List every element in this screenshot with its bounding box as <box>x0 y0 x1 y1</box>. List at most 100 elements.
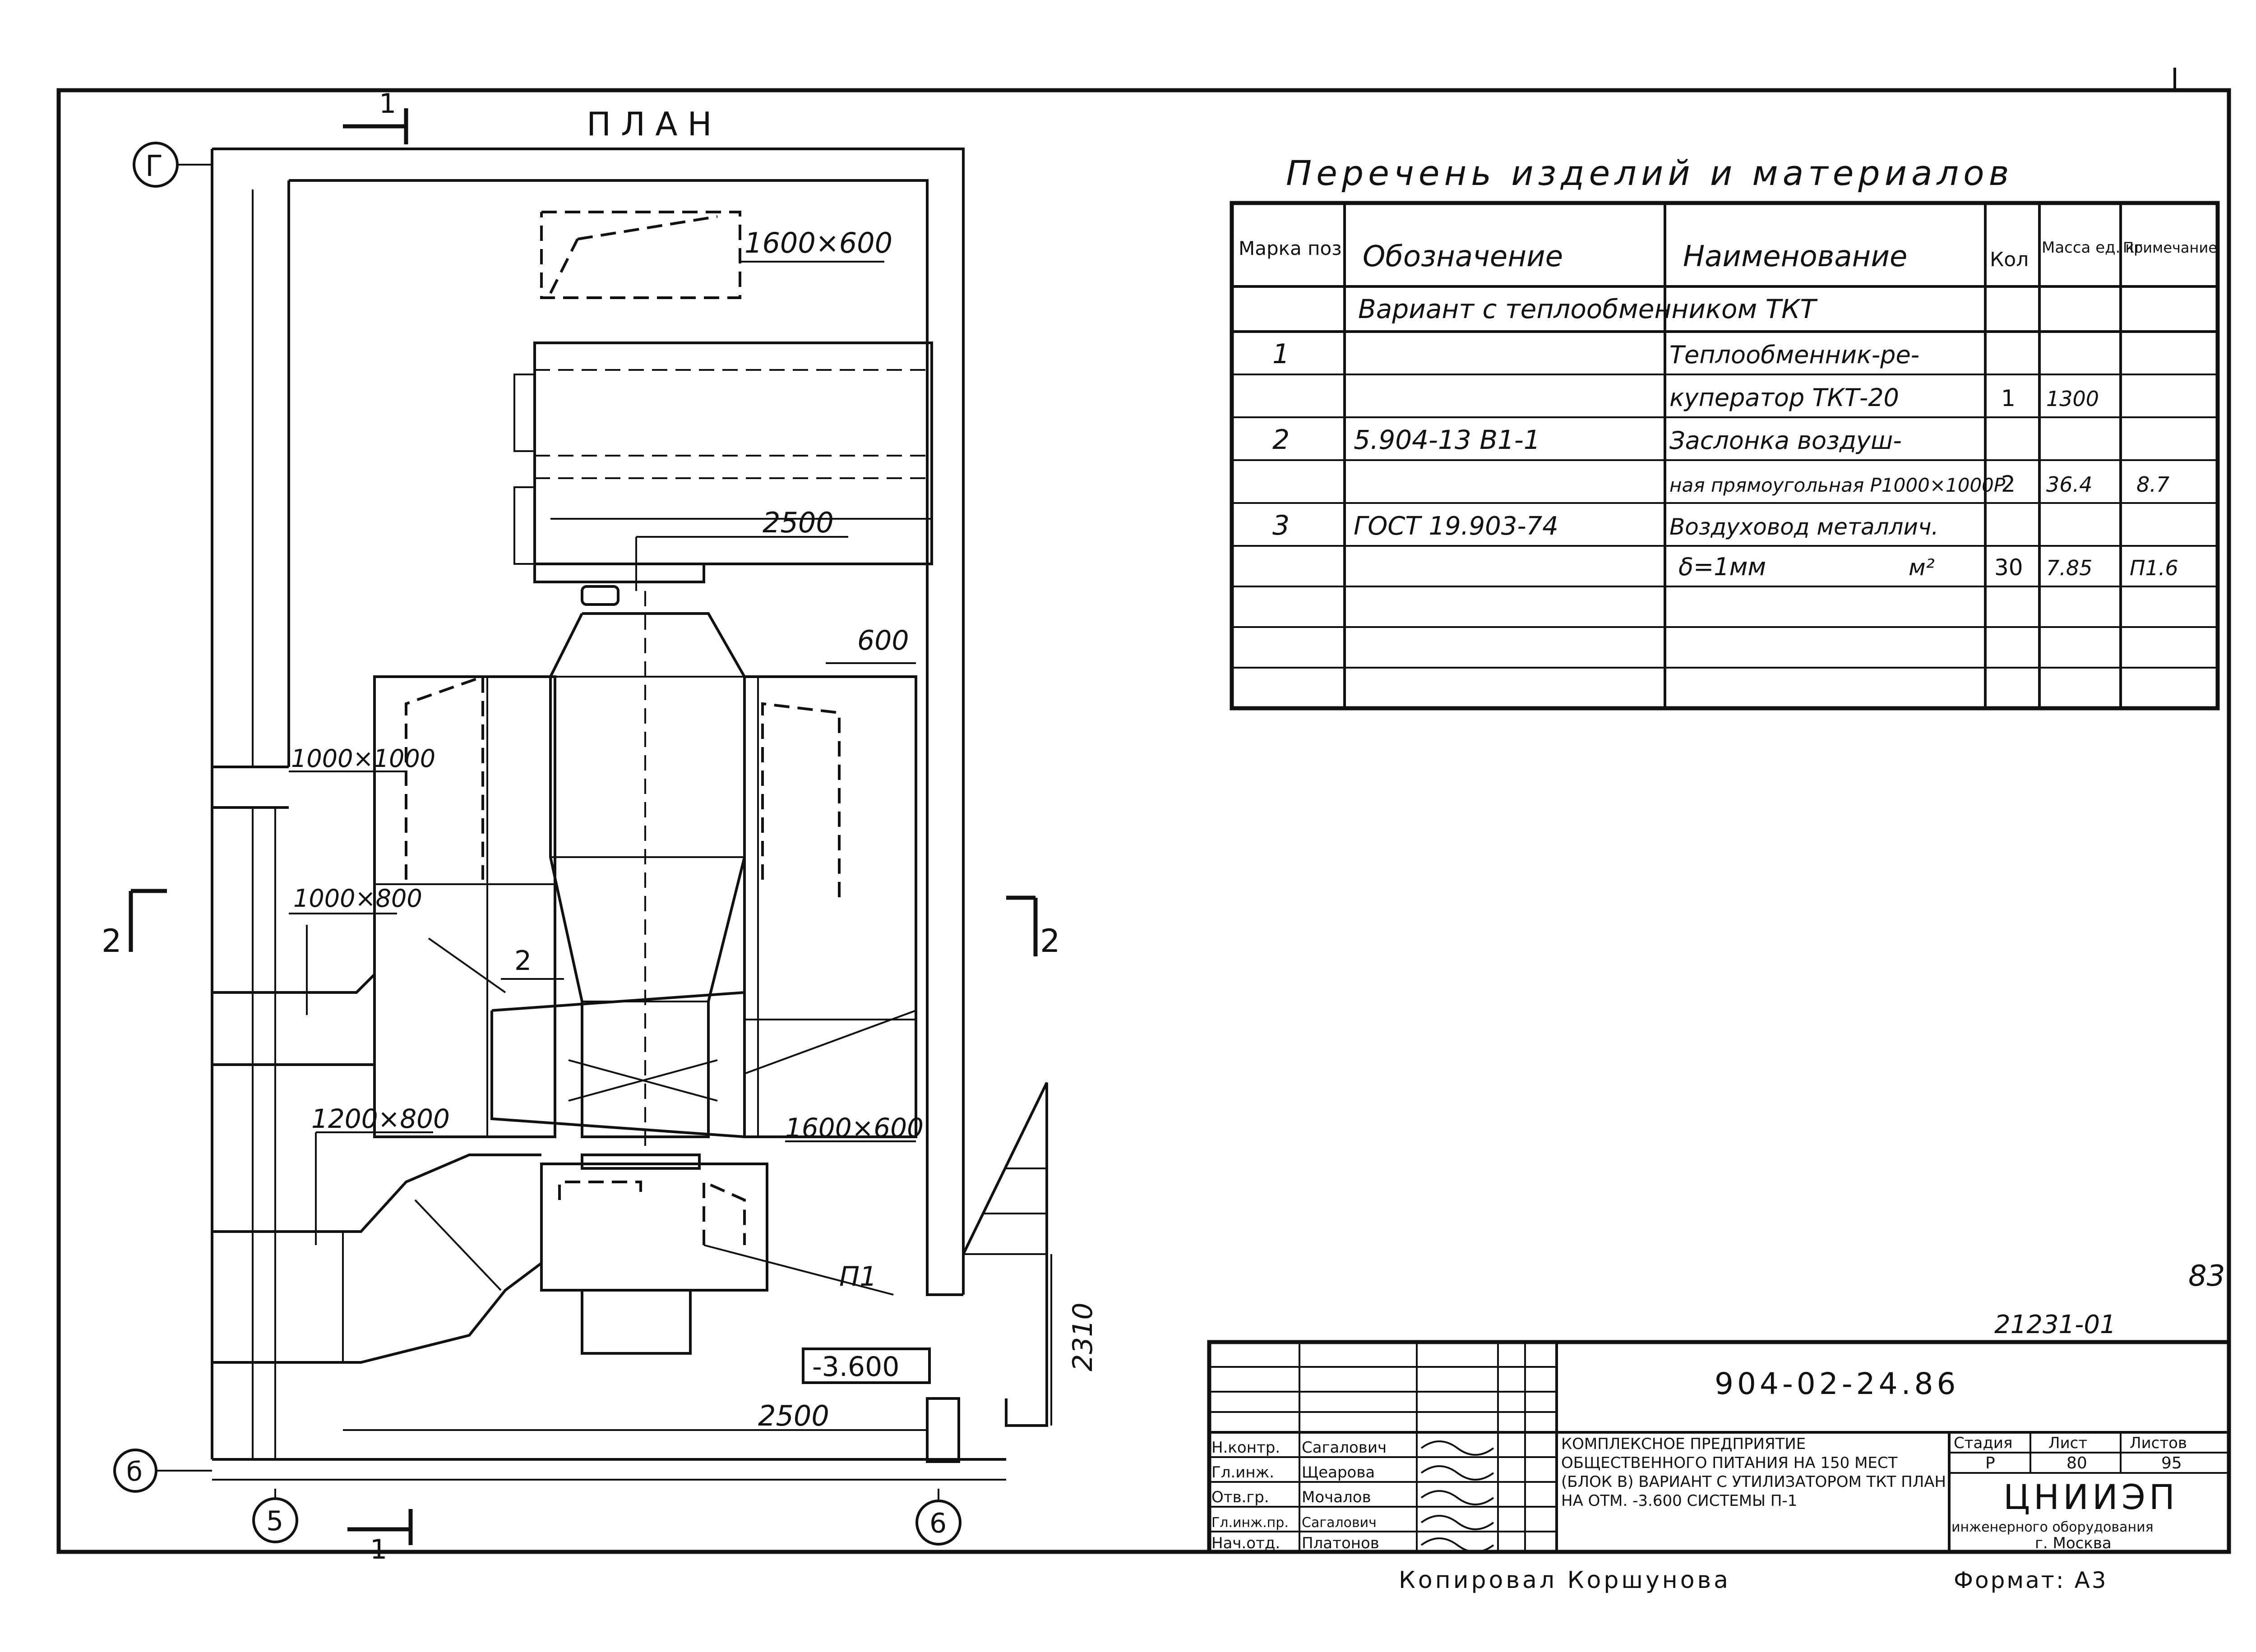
level-value: -3.600 <box>812 1351 899 1383</box>
dim-2310: 2310 <box>1067 1302 1099 1371</box>
svg-text:Теплообменник-ре-: Теплообменник-ре- <box>1669 341 1919 369</box>
dim-2500-top: 2500 <box>763 506 834 539</box>
drawing-description: Комплексное предприятие общественного пи… <box>1561 1435 1946 1510</box>
svg-text:Нач.отд.: Нач.отд. <box>1211 1534 1280 1552</box>
header-note: Примечание <box>2123 239 2217 256</box>
axis-bubble-g: Г <box>133 142 212 188</box>
svg-text:П1.6: П1.6 <box>2130 556 2178 580</box>
sheet-value: 80 <box>2066 1454 2087 1472</box>
section-mark-top: 1 <box>343 88 408 144</box>
svg-text:ГОСТ 19.903-74: ГОСТ 19.903-74 <box>1354 512 1558 541</box>
svg-text:Гл.инж.: Гл.инж. <box>1211 1463 1274 1481</box>
svg-text:Щеарова: Щеарова <box>1302 1463 1375 1481</box>
leader-p1: П1 <box>839 1261 877 1292</box>
room-walls <box>211 148 1006 1481</box>
svg-text:Г: Г <box>145 150 163 183</box>
svg-text:Отв.гр.: Отв.гр. <box>1211 1488 1269 1506</box>
svg-text:1: 1 <box>1272 338 1290 370</box>
section-mark-left: 2 <box>102 889 167 960</box>
side-units: 1000×1000 1000×800 1600×600 <box>289 674 924 1143</box>
drawing-code: 904-02-24.86 <box>1715 1366 1960 1401</box>
svg-text:Гл.инж.пр.: Гл.инж.пр. <box>1211 1515 1289 1531</box>
dim-2500-bottom-group: 2500 <box>343 1399 927 1432</box>
svg-text:δ=1мм: δ=1мм <box>1678 553 1766 581</box>
spec-row-2: куператор ТКТ-20 1 1300 <box>1669 383 2099 412</box>
sheets-value: 95 <box>2161 1454 2182 1472</box>
fan-unit-p1: П1 <box>540 1154 894 1355</box>
svg-text:Заслонка воздуш-: Заслонка воздуш- <box>1669 426 1902 455</box>
svg-text:8.7: 8.7 <box>2136 472 2169 497</box>
paper-format: Формат: А3 <box>1954 1567 2108 1593</box>
svg-text:Н.контр.: Н.контр. <box>1211 1439 1280 1457</box>
copied-by: Копировал Коршунова <box>1399 1567 1731 1594</box>
header-name: Наименование <box>1683 240 1907 273</box>
archive-number: 21231-01 <box>1994 1310 2116 1339</box>
svg-text:м²: м² <box>1909 554 1935 581</box>
svg-text:5.904-13 В1-1: 5.904-13 В1-1 <box>1354 425 1540 455</box>
svg-text:2: 2 <box>102 923 122 960</box>
svg-text:1: 1 <box>379 88 396 120</box>
svg-text:30: 30 <box>1994 554 2023 581</box>
organization-sub: инженерного оборудования <box>1951 1519 2154 1535</box>
svg-text:Платонов: Платонов <box>1302 1534 1379 1552</box>
svg-text:1: 1 <box>370 1534 387 1565</box>
axis-bubble-5: 5 <box>252 1489 298 1543</box>
svg-text:б: б <box>126 1456 143 1487</box>
plan-title: ПЛАН <box>587 105 722 143</box>
spec-row-5: 3 ГОСТ 19.903-74 Воздуховод металлич. <box>1272 510 1938 541</box>
svg-text:36.4: 36.4 <box>2046 472 2092 497</box>
svg-text:Мочалов: Мочалов <box>1302 1488 1371 1506</box>
sheet-label: Лист <box>2048 1434 2087 1452</box>
svg-text:2: 2 <box>1272 424 1290 456</box>
svg-text:1: 1 <box>2001 385 2016 411</box>
duct-runs: 1200×800 2 <box>212 925 564 1364</box>
plan-drawing: ПЛАН 1 1 2 2 Г <box>102 88 1099 1565</box>
section-mark-right: 2 <box>1006 895 1060 960</box>
leader-item-2: 2 <box>514 945 532 977</box>
axis-bubble-b: б <box>113 1449 212 1493</box>
dim-1600x600-top: 1600×600 <box>744 226 892 259</box>
section-mark-bottom: 1 <box>347 1509 413 1565</box>
dim-600: 600 <box>857 625 909 656</box>
svg-text:5: 5 <box>266 1505 283 1537</box>
air-handling-body: 600 <box>549 585 916 1155</box>
dim-1200x800: 1200×800 <box>311 1103 450 1134</box>
dim-1000x800: 1000×800 <box>293 884 422 913</box>
sheets-label: Листов <box>2130 1434 2187 1452</box>
title-block: 83 21231-01 904-02-24.86 Н.контр. Сагало… <box>1207 1260 2231 1554</box>
recuperator-upper: 1600×600 2500 <box>513 211 933 591</box>
footer: Копировал Коршунова Формат: А3 <box>1399 1567 2108 1594</box>
svg-text:Воздуховод металлич.: Воздуховод металлич. <box>1669 514 1938 540</box>
svg-text:1300: 1300 <box>2046 387 2099 411</box>
svg-text:ная прямоугольная Р1000×1000Р: ная прямоугольная Р1000×1000Р <box>1669 474 2006 496</box>
spec-row-4: ная прямоугольная Р1000×1000Р 2 36.4 8.7 <box>1669 471 2169 497</box>
header-mark: Марка поз. <box>1239 237 1348 259</box>
level-mark: -3.600 <box>802 1347 931 1384</box>
dim-1000x1000: 1000×1000 <box>291 744 435 773</box>
svg-text:7.85: 7.85 <box>2046 556 2092 580</box>
svg-text:Сагалович: Сагалович <box>1302 1515 1377 1531</box>
sheet-frame <box>56 68 2231 1554</box>
city: г. Москва <box>2035 1534 2112 1552</box>
svg-text:2: 2 <box>1040 923 1060 960</box>
stage-value: Р <box>1985 1454 1995 1472</box>
spec-row-1: 1 Теплообменник-ре- <box>1272 338 1919 370</box>
header-designation: Обозначение <box>1363 240 1563 273</box>
axis-bubble-6: 6 <box>915 1489 962 1546</box>
spec-row-3: 2 5.904-13 В1-1 Заслонка воздуш- <box>1272 424 1902 456</box>
page-number: 83 <box>2188 1260 2225 1293</box>
stair-ramp: 2310 <box>926 1082 1099 1463</box>
dim-2500-bottom: 2500 <box>758 1399 829 1432</box>
stage-label: Стадия <box>1954 1434 2012 1452</box>
svg-text:3: 3 <box>1272 510 1290 541</box>
header-qty: Кол <box>1990 248 2029 271</box>
header-mass: Масса ед. кг <box>2042 239 2143 257</box>
svg-text:2: 2 <box>2001 471 2016 497</box>
dim-1600x600-bottom: 1600×600 <box>785 1112 924 1143</box>
spec-table: Перечень изделий и материалов Марка поз.… <box>1230 153 2220 711</box>
signature-rows: Н.контр. Сагалович Гл.инж. Щеарова Отв.г… <box>1211 1439 1494 1553</box>
svg-text:6: 6 <box>929 1508 947 1539</box>
variant-label: Вариант с теплообменником ТКТ <box>1358 294 1818 324</box>
svg-text:Сагалович: Сагалович <box>1302 1439 1387 1457</box>
